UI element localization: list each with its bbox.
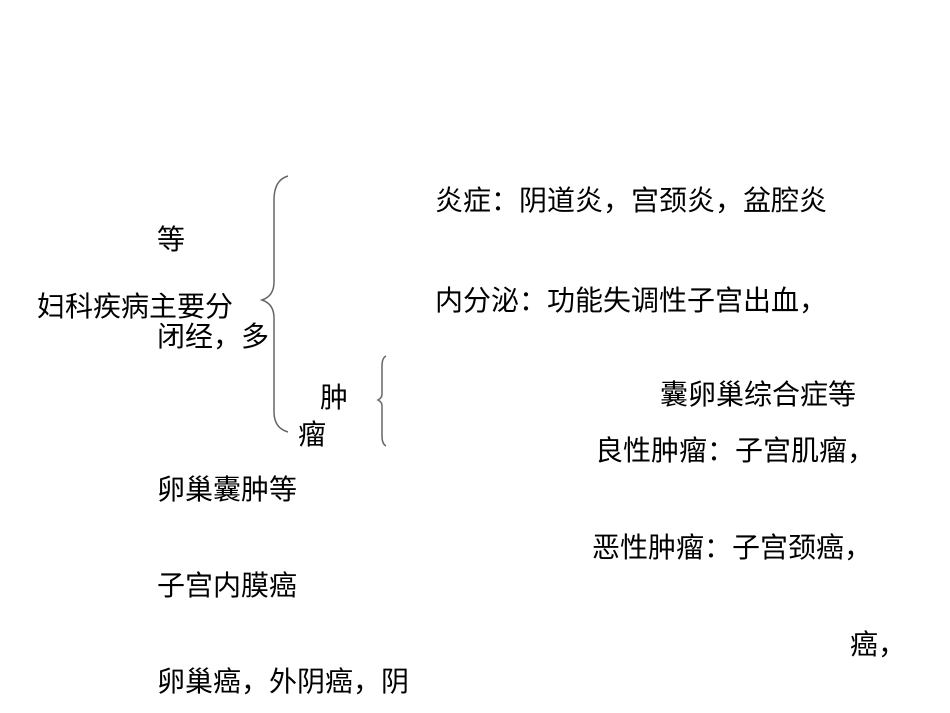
malignant-cont3-text: 卵巢癌，外阴癌，阴 <box>157 665 410 698</box>
tumor-brace <box>376 355 387 447</box>
tumor-label-2: 瘤 <box>298 418 327 451</box>
tumor-label-1: 肿 <box>320 381 349 414</box>
main-brace <box>259 175 289 433</box>
inflammation-cont-text: 等 <box>157 223 186 256</box>
malignant-cont1-text: 子宫内膜癌 <box>157 569 298 602</box>
endocrine-cont-text: 闭经，多 <box>157 320 270 353</box>
endocrine-text: 内分泌：功能失调性子宫出血， <box>435 284 828 317</box>
malignant-text: 恶性肿瘤：子宫颈癌， <box>592 531 873 564</box>
benign-cont-text: 卵巢囊肿等 <box>157 473 298 506</box>
benign-text: 良性肿瘤：子宫肌瘤， <box>595 434 876 467</box>
inflammation-text: 炎症：阴道炎，宫颈炎，盆腔炎 <box>435 184 828 217</box>
root-label: 妇科疾病主要分 <box>37 290 234 323</box>
endocrine-cont2-text: 囊卵巢综合症等 <box>660 378 857 411</box>
malignant-cont2-text: 癌， <box>850 628 907 661</box>
